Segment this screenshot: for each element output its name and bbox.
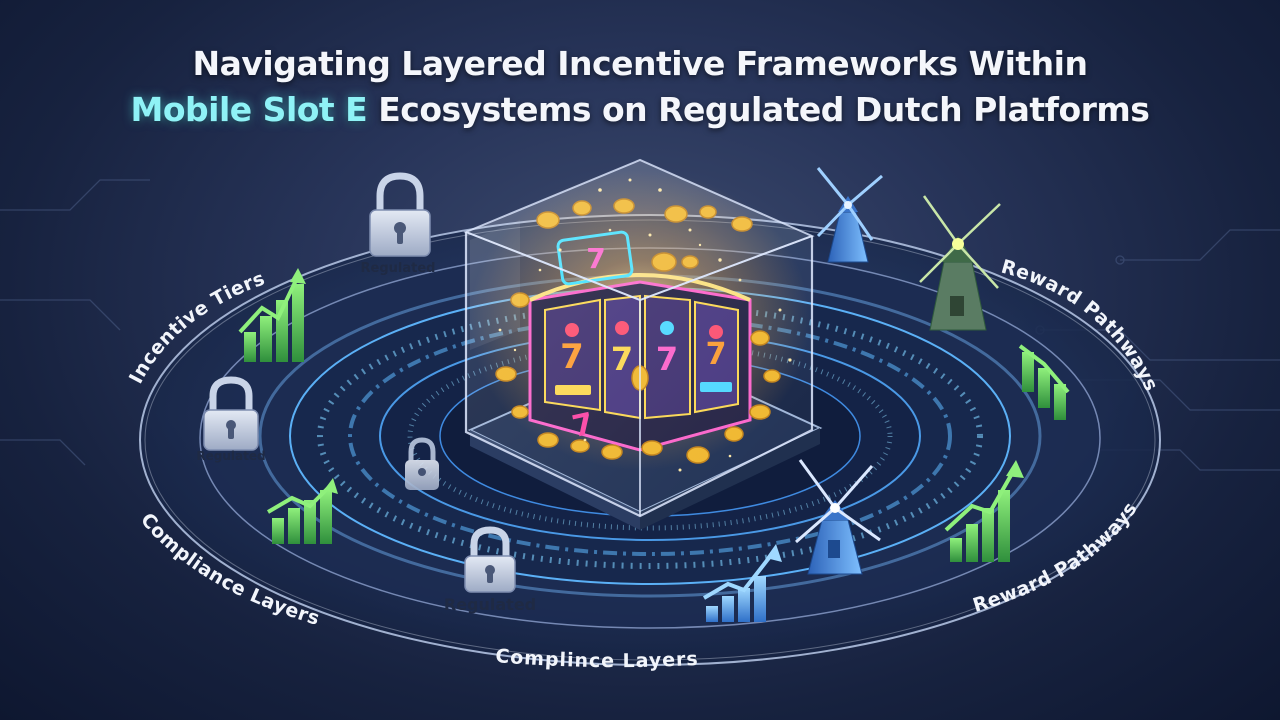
glass-cube: [463, 158, 815, 518]
page-title-line-2: Mobile Slot E Ecosystems on Regulated Du…: [0, 90, 1280, 129]
growth-chart-icon-bottom: [702, 544, 782, 622]
padlock-icon-bottom: [464, 526, 516, 593]
windmill-icon-bottom: [795, 459, 881, 575]
padlock-icon-top: [369, 172, 431, 257]
growth-chart-icon-left-bottom: [266, 478, 338, 544]
growth-chart-icon-right-mid: [1018, 344, 1070, 420]
lock-label-bottom: Regulated: [444, 595, 536, 614]
windmill-icon-right: [919, 195, 1001, 331]
title-rest-text: Ecosystems on Regulated Dutch Platforms: [367, 90, 1150, 129]
windmill-icon-top: [816, 167, 883, 263]
title-accent-text: Mobile Slot E: [130, 90, 368, 129]
lock-label-top: Regulated: [361, 261, 436, 276]
lock-label-left: Regulated: [196, 449, 265, 463]
padlock-icon-inner: [405, 437, 439, 490]
growth-chart-icon-right-bottom: [944, 460, 1024, 562]
growth-chart-icon-left-top: [238, 268, 306, 362]
padlock-icon-left: [203, 376, 259, 451]
page-title-line-1: Navigating Layered Incentive Frameworks …: [192, 44, 1088, 83]
